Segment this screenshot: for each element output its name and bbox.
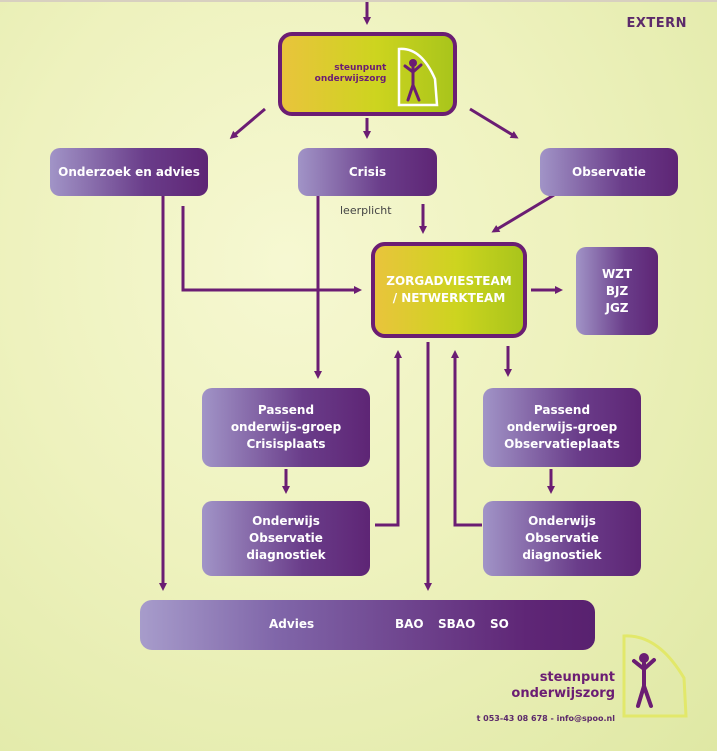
figure-logo-icon (397, 47, 439, 107)
onderwijs-left-line3: diagnostiek (246, 548, 326, 562)
passend-right-line1: Passend (533, 403, 591, 417)
leerplicht-label: leerplicht (340, 204, 392, 217)
extern-label: EXTERN (626, 16, 687, 31)
top-border (0, 0, 717, 2)
arrow-onderzoek-to-zat (181, 206, 362, 294)
ext-bjz: BJZ (605, 283, 629, 298)
passend-observatieplaats-box: Passend onderwijs-groep Observatieplaats (483, 388, 641, 467)
crisis-label: Crisis (348, 164, 387, 179)
observatie-box: Observatie (540, 148, 678, 196)
onderwijs-right-line3: diagnostiek (522, 548, 602, 562)
advies-label: Advies (269, 617, 315, 631)
observatie-label: Observatie (572, 164, 646, 179)
onderwijs-right-line1: Onderwijs (528, 514, 596, 528)
crisis-box: Crisis (298, 148, 437, 196)
footer-figure-icon (622, 634, 688, 718)
advies-bar: Advies BAO SBAO SO (140, 600, 595, 650)
bao-label: BAO (395, 617, 424, 631)
onderzoek-label: Onderzoek en advies (58, 164, 200, 179)
arrow-logo-to-onderzoek (229, 107, 266, 139)
onderwijs-left-line1: Onderwijs (252, 514, 320, 528)
arrow-onderwijs-right-to-zat (451, 350, 482, 527)
onderwijs-left-line2: Observatie (249, 531, 323, 545)
footer-contact: t 053-43 08 678 - info@spoo.nl (476, 714, 615, 723)
zat-line1: ZORGADVIESTEAM (386, 274, 512, 288)
ext-wzt: WZT (601, 266, 633, 281)
passend-left-line2: onderwijs-groep (230, 420, 342, 434)
so-label: SO (490, 617, 509, 631)
onderwijs-right-box: Onderwijs Observatie diagnostiek (483, 501, 641, 576)
footer-brand-line2: onderwijszorg (511, 686, 615, 701)
arrow-logo-to-observatie (469, 107, 519, 139)
sbao-label: SBAO (438, 617, 476, 631)
passend-crisisplaats-box: Passend onderwijs-groep Crisisplaats (202, 388, 370, 467)
arrow-onderwijs-left-to-zat (375, 350, 402, 527)
passend-right-line3: Observatieplaats (504, 437, 620, 451)
logo-line2: onderwijszorg (314, 74, 387, 84)
footer-brand-line1: steunpunt (539, 670, 615, 685)
steunpunt-logo-box: steunpunt onderwijszorg (278, 32, 457, 116)
footer-brand: steunpunt onderwijszorg (480, 670, 615, 702)
zat-line2: / NETWERKTEAM (392, 291, 506, 305)
zorgadviesteam-box: ZORGADVIESTEAM / NETWERKTEAM (371, 242, 527, 338)
external-partners-box: WZT BJZ JGZ (576, 247, 658, 335)
onderwijs-left-box: Onderwijs Observatie diagnostiek (202, 501, 370, 576)
onderzoek-en-advies-box: Onderzoek en advies (50, 148, 208, 196)
arrow-observatie-to-zat (491, 193, 555, 233)
passend-right-line2: onderwijs-groep (506, 420, 618, 434)
passend-left-line1: Passend (257, 403, 315, 417)
logo-line1: steunpunt (334, 63, 387, 73)
onderwijs-right-line2: Observatie (525, 531, 599, 545)
passend-left-line3: Crisisplaats (246, 437, 326, 451)
ext-jgz: JGZ (605, 300, 629, 315)
